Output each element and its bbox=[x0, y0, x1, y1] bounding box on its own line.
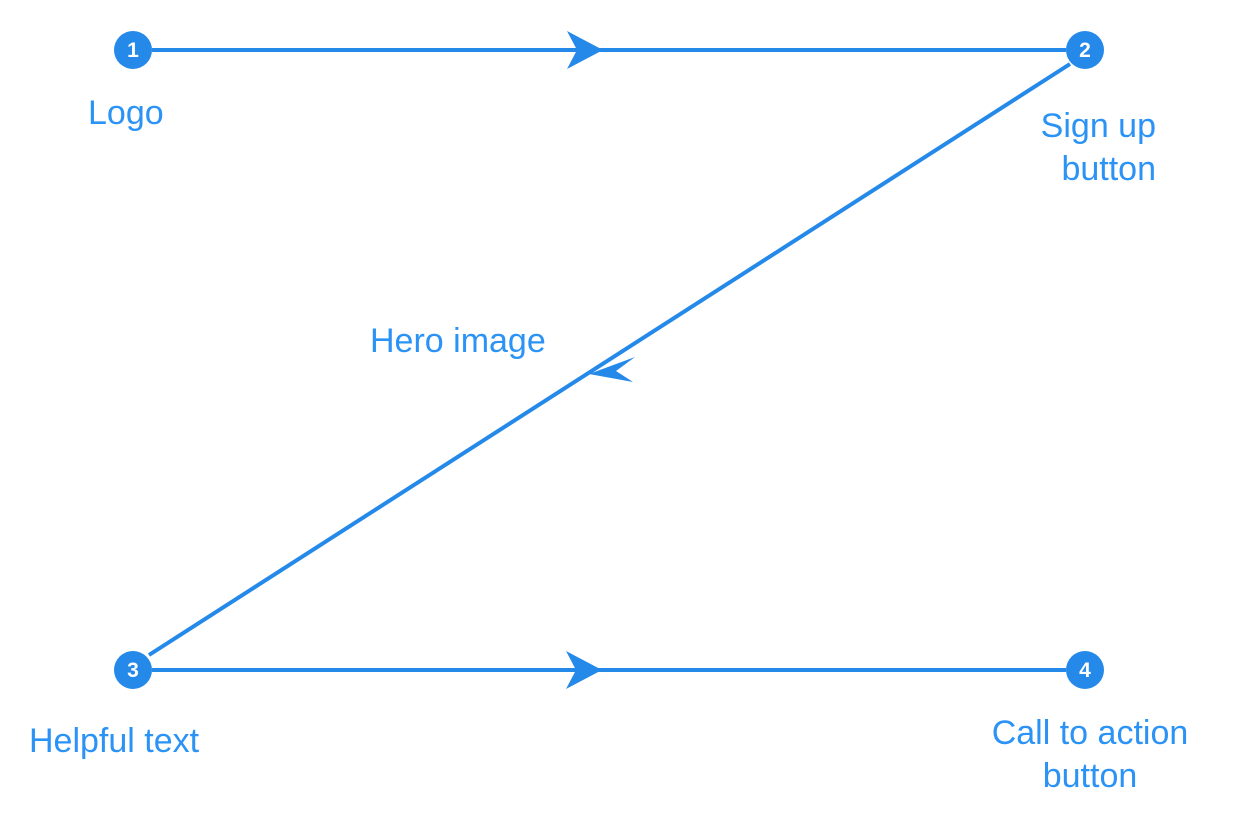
label-call-to-action-button: Call to action button bbox=[991, 714, 1189, 795]
step-node-2[interactable]: 2 bbox=[1066, 31, 1104, 69]
connector-line-2-to-3 bbox=[147, 62, 1072, 657]
step-node-3[interactable]: 3 bbox=[114, 651, 152, 689]
step-node-1-number: 1 bbox=[127, 38, 139, 62]
arrowhead-2-to-3 bbox=[589, 357, 635, 382]
label-hero-image: Hero image bbox=[370, 322, 546, 360]
step-node-1[interactable]: 1 bbox=[114, 31, 152, 69]
label-logo: Logo bbox=[88, 94, 164, 132]
label-signup-button: Sign up button bbox=[1040, 107, 1156, 188]
step-node-3-number: 3 bbox=[127, 658, 139, 682]
arrowhead-1-to-2 bbox=[567, 31, 603, 69]
step-node-4-number: 4 bbox=[1079, 658, 1091, 682]
arrowhead-3-to-4 bbox=[566, 651, 602, 689]
step-node-2-number: 2 bbox=[1079, 38, 1091, 62]
label-helpful-text: Helpful text bbox=[29, 722, 200, 760]
step-node-4[interactable]: 4 bbox=[1066, 651, 1104, 689]
